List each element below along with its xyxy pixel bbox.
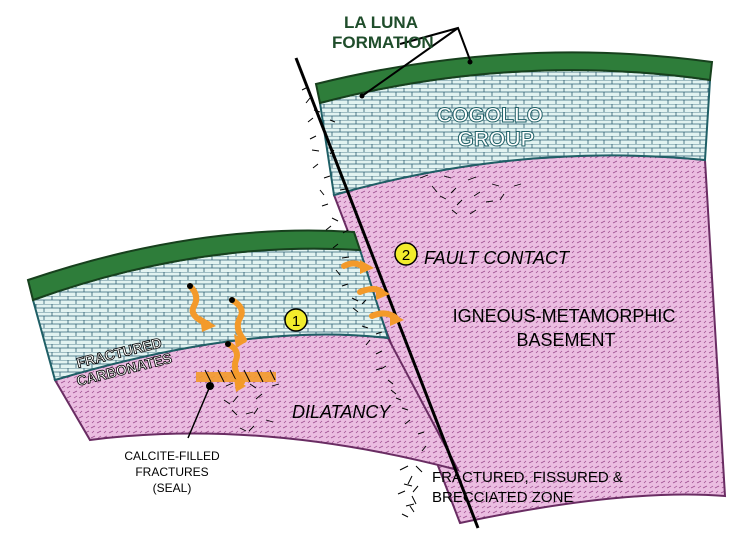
arrow-heads — [200, 260, 404, 392]
dilatancy-label: DILATANCY — [292, 402, 392, 422]
cogollo-label-line2: GROUP — [457, 128, 534, 151]
hc-migration-arrows — [187, 260, 399, 385]
la-luna-leader — [361, 26, 471, 97]
marker-1-badge — [284, 308, 308, 332]
cogollo-label-line1: COGOLLO — [437, 104, 543, 127]
legend-breccia-symbol — [397, 465, 423, 518]
la-luna-label-line1: LA LUNA — [344, 13, 418, 32]
arrow-tails — [187, 283, 235, 347]
marker-2-badge — [394, 242, 418, 266]
calcite-seal-leader — [187, 385, 211, 439]
migration-arrow — [225, 341, 245, 385]
calcite-label-line3: (SEAL) — [153, 481, 192, 495]
calcite-label-line2: FRACTURES — [135, 465, 208, 479]
marker-2-label: 2 — [402, 247, 410, 264]
legend-text-line2: BRECCIATED ZONE — [432, 489, 573, 506]
migration-arrow — [229, 297, 247, 343]
legend-text-line1: FRACTURED, FISSURED & — [432, 469, 623, 486]
calcite-label-line1: CALCITE-FILLED — [124, 449, 220, 463]
fault-breccia-zone — [301, 86, 427, 452]
right-la-luna-layer — [314, 51, 714, 105]
migration-arrow — [187, 283, 211, 327]
la-luna-label-line2: FORMATION — [332, 33, 434, 52]
fracture-cluster-right — [419, 174, 522, 215]
fault-contact-label: FAULT CONTACT — [424, 248, 571, 268]
basement-label-line1: IGNEOUS-METAMORPHIC — [453, 306, 676, 326]
marker-1-label: 1 — [292, 313, 300, 330]
fracture-cluster-dilatancy — [223, 382, 280, 432]
left-la-luna-layer — [26, 229, 362, 302]
basement-label-line2: BASEMENT — [516, 330, 615, 350]
